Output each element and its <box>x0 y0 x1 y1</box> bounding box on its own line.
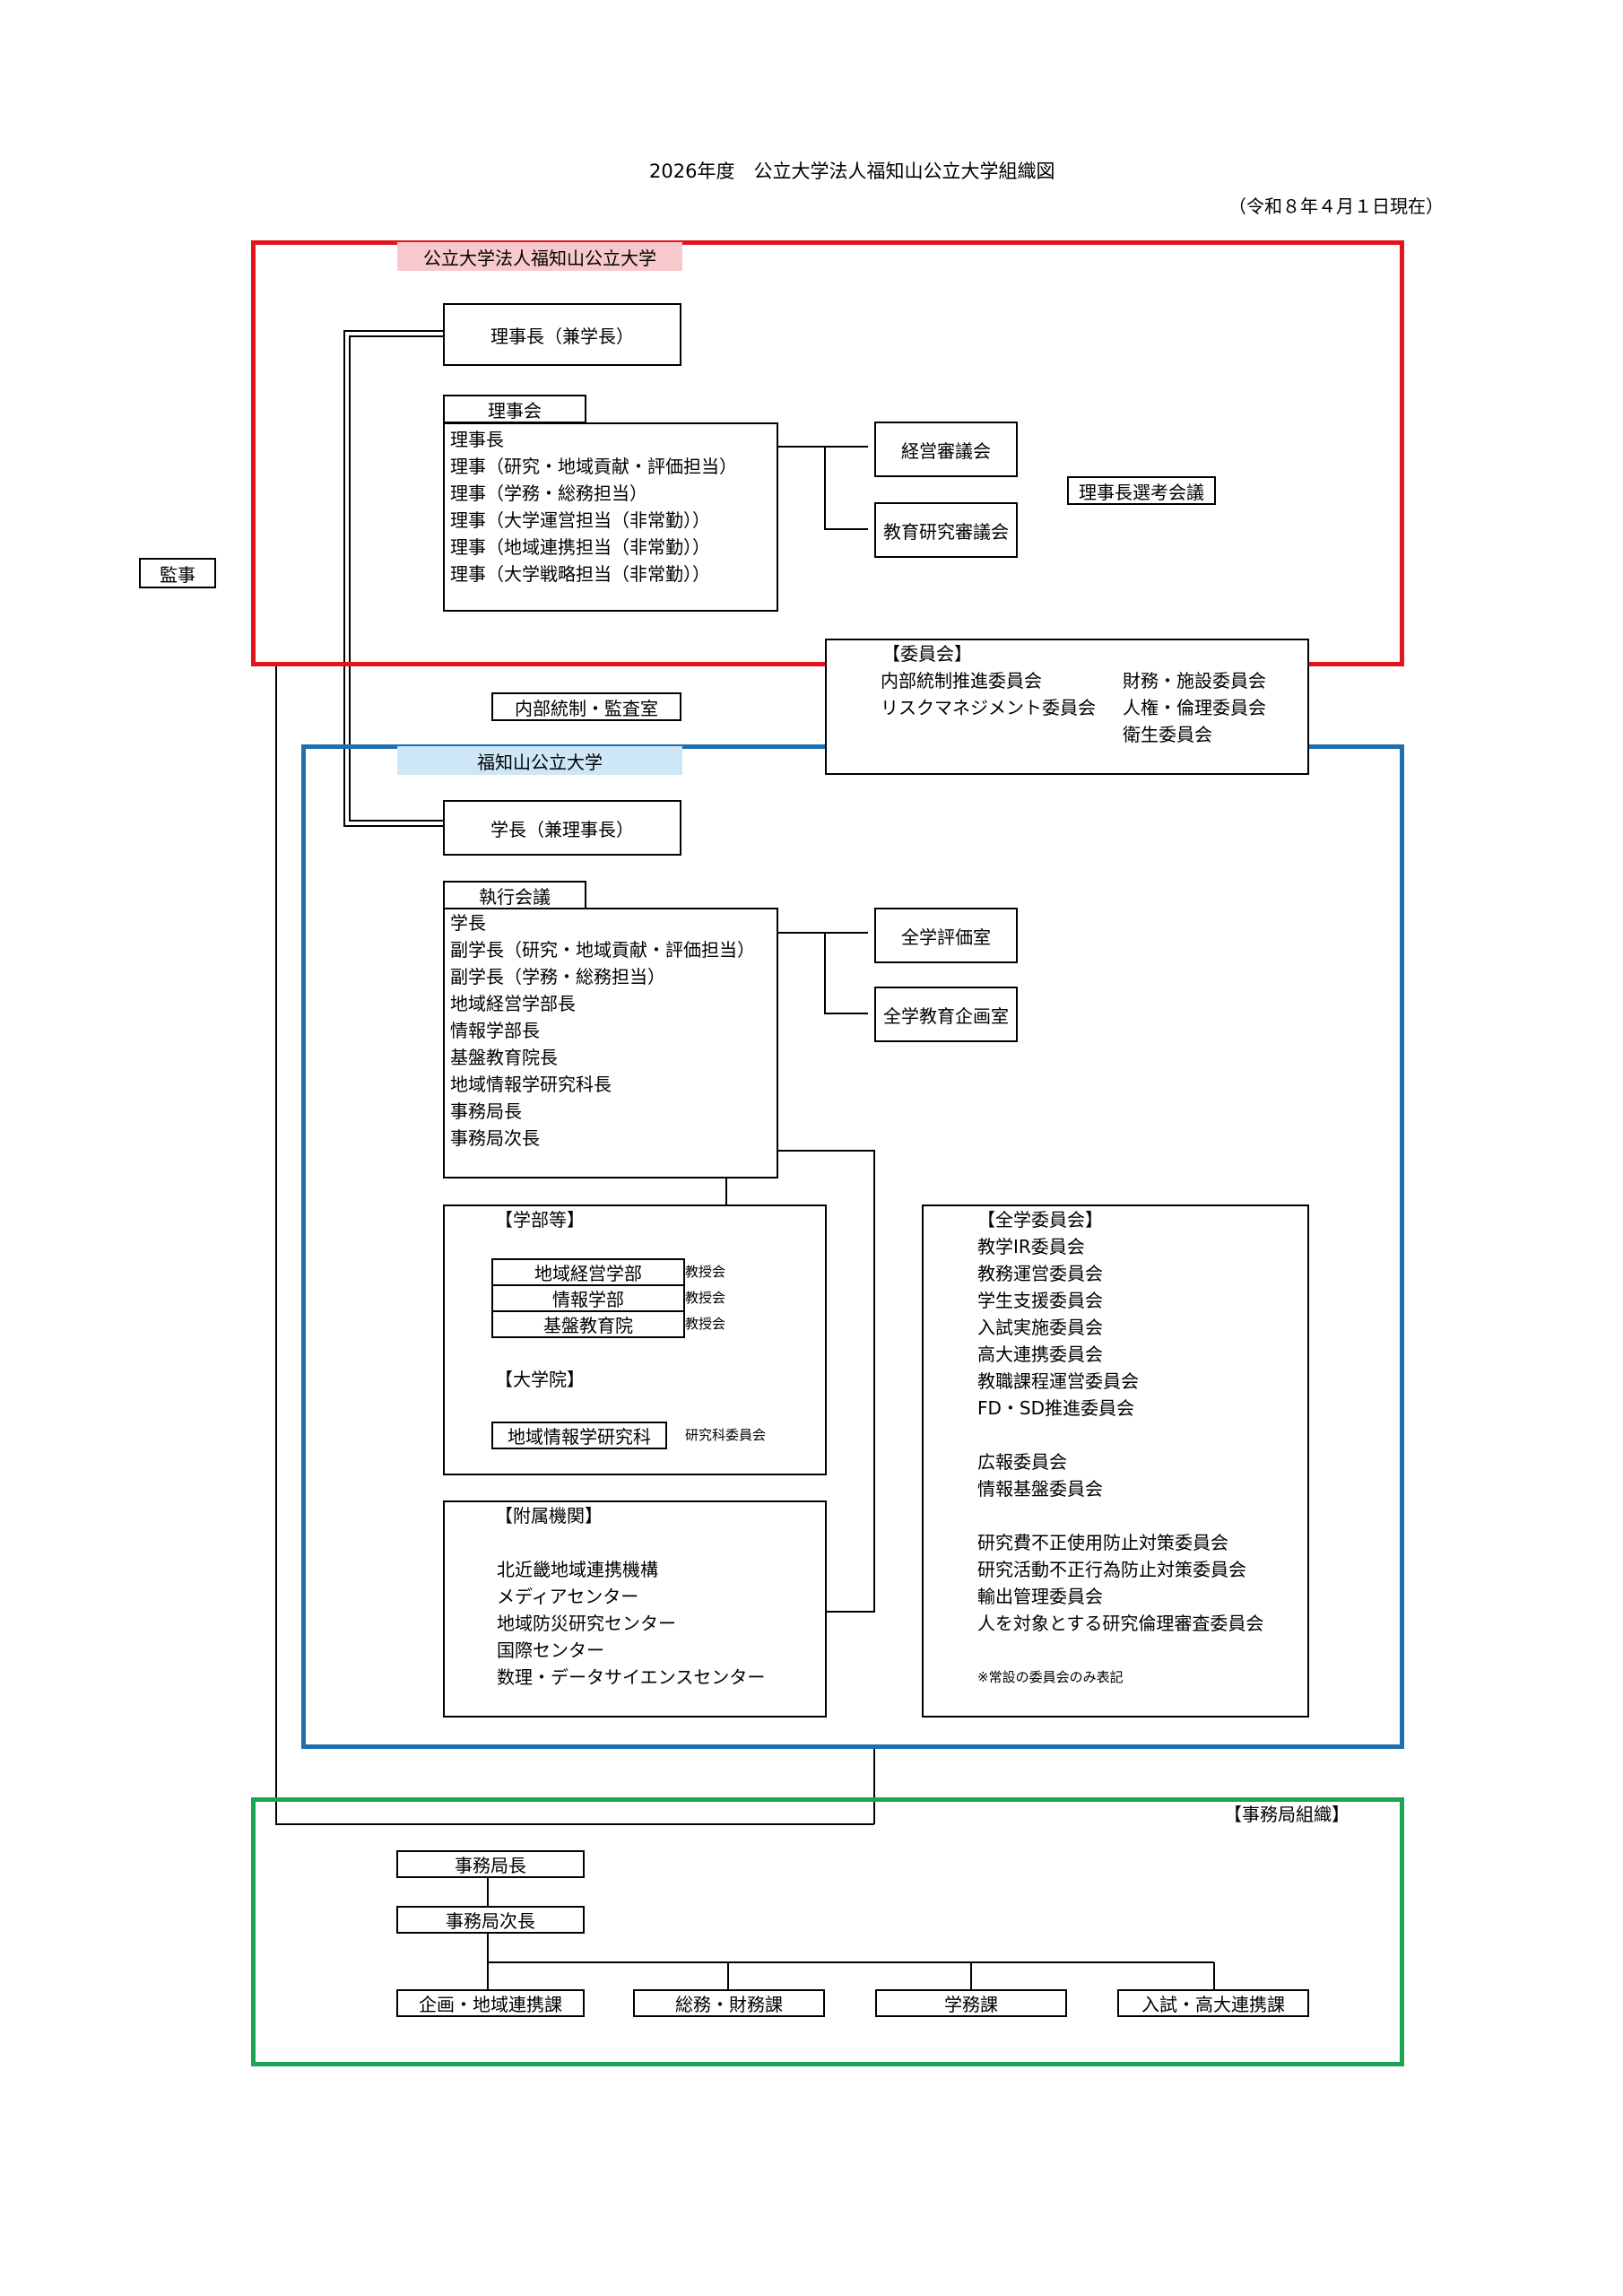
graduate-note: 研究科委員会 <box>685 1427 767 1443</box>
president-box: 学長（兼理事長） <box>443 800 681 856</box>
university-committee-item: 情報基盤委員会 <box>977 1478 1103 1500</box>
office-section-box: 入試・高大連携課 <box>1117 1989 1309 2017</box>
university-committees-header: 【全学委員会】 <box>977 1209 1103 1231</box>
affiliated-item: 数理・データサイエンスセンター <box>497 1666 766 1688</box>
board-member: 理事（大学運営担当（非常勤）） <box>450 509 710 531</box>
office-deputy-box: 事務局次長 <box>396 1906 585 1934</box>
affiliated-item: 北近畿地域連携機構 <box>497 1559 658 1580</box>
university-committees-box: 【全学委員会】 教学IR委員会 教務運営委員会 学生支援委員会 入試実施委員会 … <box>922 1205 1309 1718</box>
executive-member: 地域経営学部長 <box>450 993 576 1014</box>
board-member: 理事（研究・地域貢献・評価担当） <box>450 456 737 477</box>
executive-member: 情報学部長 <box>450 1020 540 1041</box>
faculties-box: 【学部等】 地域経営学部 情報学部 基盤教育院 教授会 教授会 教授会 【大学院… <box>443 1205 827 1475</box>
page-title: 2026年度 公立大学法人福知山公立大学組織図 <box>649 161 1055 182</box>
affiliated-box: 【附属機関】 北近畿地域連携機構 メディアセンター 地域防災研究センター 国際セ… <box>443 1500 827 1718</box>
university-committee-item: 教務運営委員会 <box>977 1263 1103 1284</box>
graduate-header: 【大学院】 <box>495 1369 585 1390</box>
as-of-date: （令和８年４月１日現在） <box>1228 196 1444 217</box>
faculty-note: 教授会 <box>685 1264 726 1280</box>
graduate-box: 地域情報学研究科 <box>491 1422 667 1449</box>
university-committee-item: 人を対象とする研究倫理審査委員会 <box>977 1613 1264 1634</box>
office-director-box: 事務局長 <box>396 1850 585 1878</box>
committee-item: 衛生委員会 <box>1123 724 1212 745</box>
committee-item: 人権・倫理委員会 <box>1123 697 1266 718</box>
university-committee-item: FD・SD推進委員会 <box>977 1397 1134 1419</box>
board-member: 理事長 <box>450 429 504 450</box>
executive-member: 学長 <box>450 912 486 934</box>
faculty-box: 地域経営学部 <box>491 1258 685 1286</box>
executive-member: 副学長（研究・地域貢献・評価担当） <box>450 939 755 961</box>
board-tab: 理事会 <box>443 395 586 423</box>
board-member: 理事（大学戦略担当（非常勤）） <box>450 563 710 585</box>
affiliated-item: 国際センター <box>497 1639 604 1661</box>
affiliated-item: メディアセンター <box>497 1586 639 1607</box>
faculty-box: 情報学部 <box>491 1284 685 1312</box>
chair-box: 理事長（兼学長） <box>443 303 681 366</box>
education-council-box: 教育研究審議会 <box>874 502 1018 558</box>
executive-box: 学長 副学長（研究・地域貢献・評価担当） 副学長（学務・総務担当） 地域経営学部… <box>443 908 778 1178</box>
university-committee-item: 広報委員会 <box>977 1451 1067 1473</box>
board-box: 理事長 理事（研究・地域貢献・評価担当） 理事（学務・総務担当） 理事（大学運営… <box>443 422 778 612</box>
exec-committee-line <box>777 1150 875 1613</box>
university-committee-item: 研究費不正使用防止対策委員会 <box>977 1532 1228 1553</box>
evaluation-office-box: 全学評価室 <box>874 908 1018 963</box>
university-committee-item: 高大連携委員会 <box>977 1344 1103 1365</box>
office-org-label: 【事務局組織】 <box>1224 1804 1350 1825</box>
executive-member: 地域情報学研究科長 <box>450 1074 612 1095</box>
planning-office-box: 全学教育企画室 <box>874 987 1018 1042</box>
executive-member: 基盤教育院長 <box>450 1047 558 1068</box>
board-member: 理事（学務・総務担当） <box>450 483 647 504</box>
committee-item: リスクマネジメント委員会 <box>881 697 1096 718</box>
committees-header: 【委員会】 <box>882 643 972 665</box>
committee-item: 財務・施設委員会 <box>1123 670 1266 691</box>
faculty-box: 基盤教育院 <box>491 1310 685 1338</box>
university-committee-item: 入試実施委員会 <box>977 1317 1103 1338</box>
office-section-box: 企画・地域連携課 <box>396 1989 585 2017</box>
affiliated-header: 【附属機関】 <box>495 1505 603 1526</box>
executive-member: 副学長（学務・総務担当） <box>450 966 665 987</box>
faculty-note: 教授会 <box>685 1316 726 1332</box>
university-label: 福知山公立大学 <box>397 746 682 775</box>
internal-audit-box: 内部統制・監査室 <box>491 692 681 721</box>
faculties-header: 【学部等】 <box>495 1209 585 1231</box>
auditor-box: 監事 <box>139 558 216 588</box>
corporation-label: 公立大学法人福知山公立大学 <box>397 242 682 271</box>
board-member: 理事（地域連携担当（非常勤）） <box>450 536 710 558</box>
corporation-frame <box>251 240 1404 666</box>
university-committee-item: 教学IR委員会 <box>977 1236 1085 1257</box>
auditor-line <box>275 665 874 1825</box>
executive-tab: 執行会議 <box>443 881 586 909</box>
executive-member: 事務局次長 <box>450 1127 540 1149</box>
office-section-box: 総務・財務課 <box>633 1989 825 2017</box>
university-committee-item: 教職課程運営委員会 <box>977 1370 1139 1392</box>
executive-member: 事務局長 <box>450 1100 522 1122</box>
office-section-box: 学務課 <box>875 1989 1067 2017</box>
committees-box: 【委員会】 内部統制推進委員会 リスクマネジメント委員会 財務・施設委員会 人権… <box>825 639 1309 775</box>
chair-president-double-line <box>343 330 443 827</box>
office-frame <box>251 1797 1404 2066</box>
university-committees-note: ※常設の委員会のみ表記 <box>977 1669 1124 1685</box>
committee-item: 内部統制推進委員会 <box>881 670 1042 691</box>
affiliated-item: 地域防災研究センター <box>497 1613 676 1634</box>
university-committee-item: 研究活動不正行為防止対策委員会 <box>977 1559 1246 1580</box>
university-committee-item: 輸出管理委員会 <box>977 1586 1103 1607</box>
selection-meeting-box: 理事長選考会議 <box>1067 476 1216 505</box>
university-committee-item: 学生支援委員会 <box>977 1290 1103 1311</box>
management-council-box: 経営審議会 <box>874 422 1018 477</box>
faculty-note: 教授会 <box>685 1290 726 1306</box>
